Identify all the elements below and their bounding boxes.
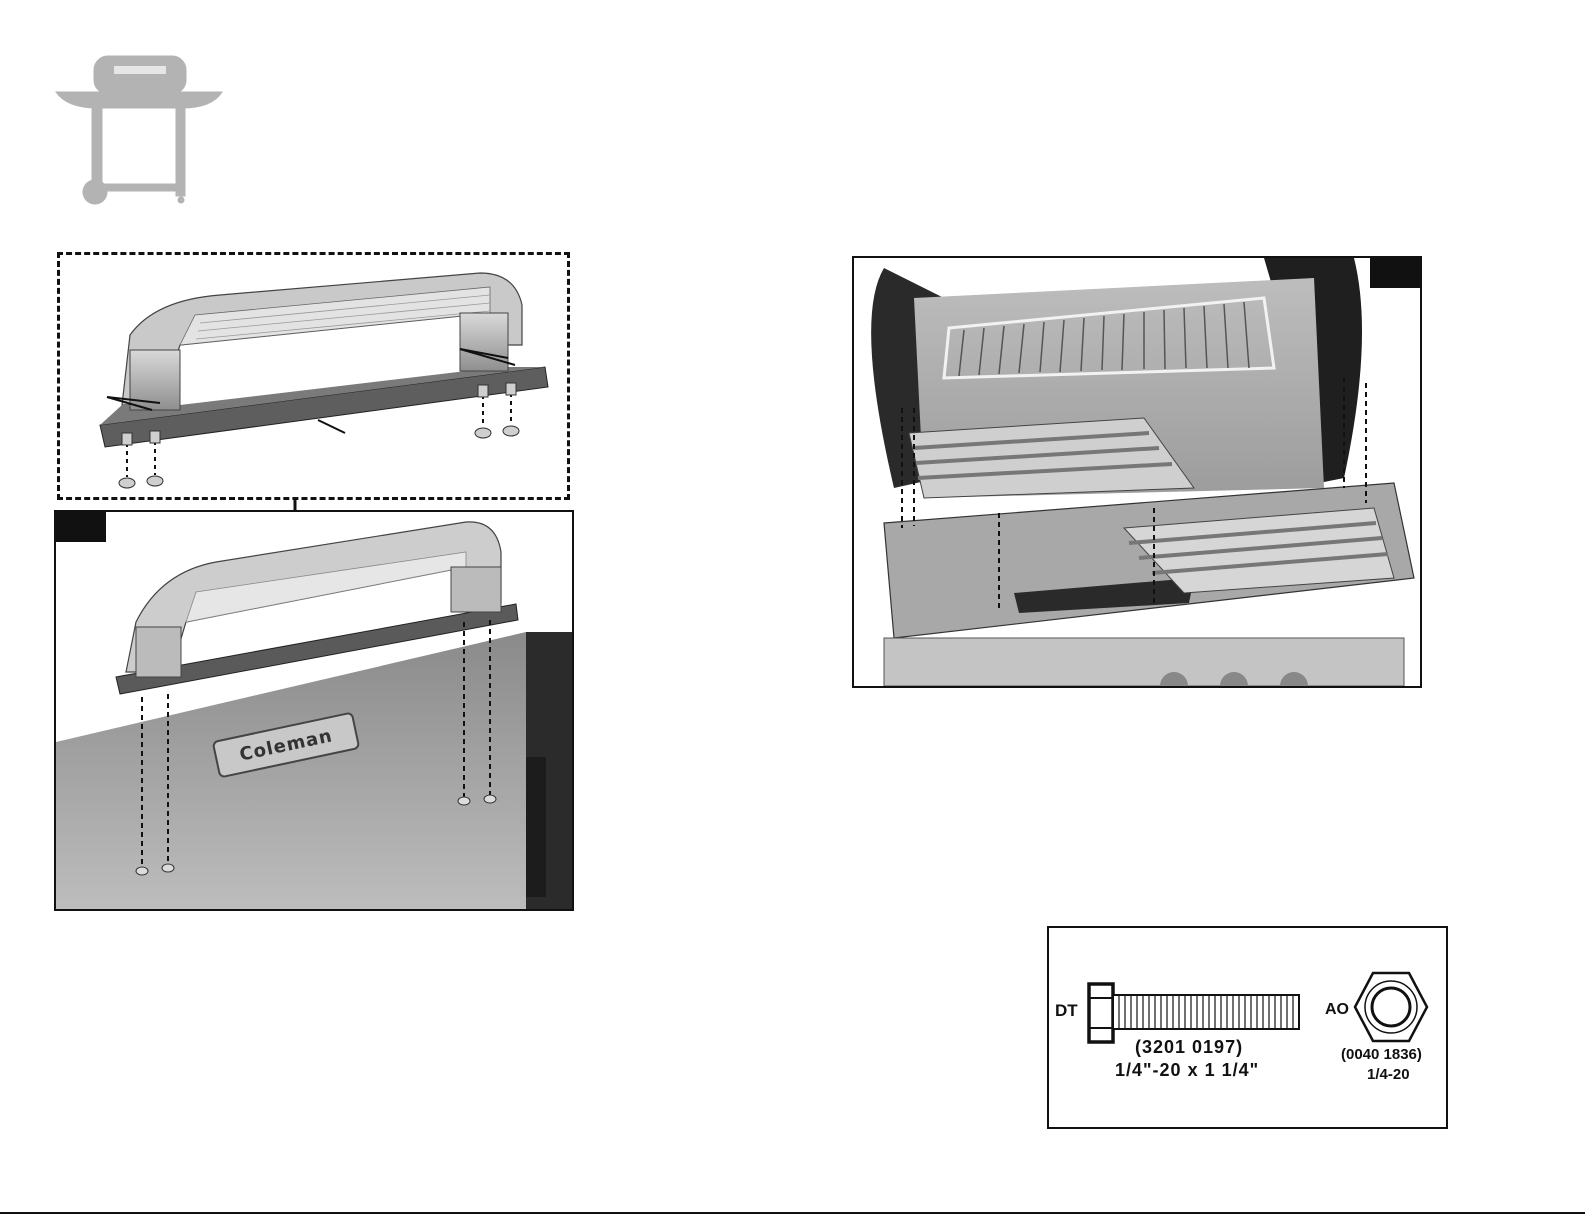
grill-grates-drawing bbox=[854, 258, 1420, 686]
bolt-code: DT bbox=[1055, 1001, 1078, 1021]
nut-part-number: (0040 1836) bbox=[1341, 1046, 1422, 1063]
grill-icon bbox=[52, 52, 227, 207]
handle-install-panel: Coleman bbox=[54, 510, 574, 911]
page-bottom-rule bbox=[0, 1212, 1585, 1214]
lid-with-handle-drawing bbox=[56, 512, 572, 909]
nut-code: AO bbox=[1325, 1001, 1349, 1019]
handle-detail-panel bbox=[57, 252, 570, 500]
grate-install-panel bbox=[852, 256, 1422, 688]
bolt-size: 1/4"-20 x 1 1/4" bbox=[1115, 1060, 1259, 1081]
nut-size: 1/4-20 bbox=[1367, 1066, 1410, 1083]
bolt-part-number: (3201 0197) bbox=[1135, 1037, 1243, 1058]
hardware-box: DT (3201 0197) 1/4"-20 x 1 1/4" AO bbox=[1047, 926, 1448, 1129]
hex-nut-icon bbox=[1353, 971, 1429, 1043]
lid-handle-drawing bbox=[60, 255, 567, 497]
